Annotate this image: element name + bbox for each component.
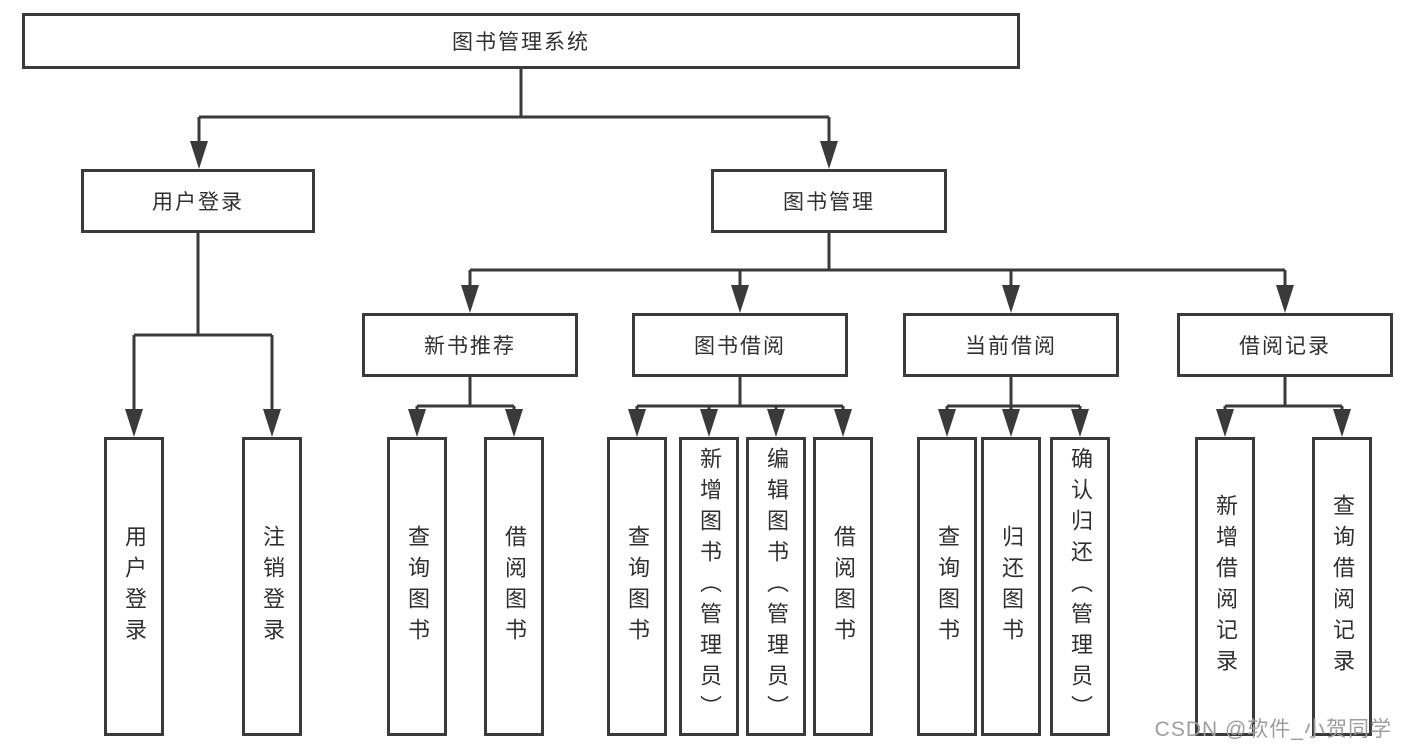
node-label: 注销登录 (260, 524, 285, 649)
leaf-borrow-edit-admin: 编辑图书（管理员） (746, 437, 806, 736)
arrow-down-icon (767, 409, 785, 437)
arrow-down-icon (834, 409, 852, 437)
node-label: 借阅记录 (1239, 335, 1331, 358)
node-new-book-recommend: 新书推荐 (362, 313, 578, 377)
leaf-current-confirm-admin: 确认归还（管理员） (1050, 437, 1110, 736)
arrow-down-icon (700, 409, 718, 437)
node-label: 当前借阅 (965, 335, 1057, 358)
arrow-down-icon (1276, 285, 1294, 313)
node-label: 借阅图书 (831, 524, 856, 649)
node-book-management: 图书管理 (711, 169, 947, 233)
node-label: 归还图书 (999, 524, 1024, 649)
arrow-down-icon (263, 409, 281, 437)
node-root-system: 图书管理系统 (22, 13, 1020, 69)
leaf-newbook-query: 查询图书 (387, 437, 447, 736)
node-label: 图书借阅 (694, 335, 786, 358)
node-label: 查询图书 (625, 524, 650, 649)
leaf-record-add: 新增借阅记录 (1195, 437, 1255, 736)
connector-root-to-level2 (197, 69, 831, 150)
arrow-down-icon (461, 285, 479, 313)
node-book-borrow: 图书借阅 (632, 313, 848, 377)
arrow-down-icon (820, 141, 838, 169)
leaf-current-query: 查询图书 (917, 437, 977, 736)
leaf-record-query: 查询借阅记录 (1312, 437, 1372, 736)
node-label: 借阅图书 (502, 524, 527, 649)
leaf-logout: 注销登录 (242, 437, 302, 736)
arrow-down-icon (408, 409, 426, 437)
arrow-down-icon (190, 141, 208, 169)
connector-newbook-to-leaves (415, 377, 516, 418)
node-current-borrow: 当前借阅 (903, 313, 1119, 377)
leaf-borrow-book: 借阅图书 (813, 437, 873, 736)
connector-mgmt-to-level3 (468, 233, 1287, 295)
node-user-login-branch: 用户登录 (81, 169, 315, 233)
connector-bookborrow-to-leaves (635, 377, 845, 418)
node-label: 用户登录 (152, 191, 244, 214)
arrow-down-icon (505, 409, 523, 437)
arrow-down-icon (628, 409, 646, 437)
arrow-down-icon (731, 285, 749, 313)
leaf-newbook-borrow: 借阅图书 (484, 437, 544, 736)
arrowhead-icons (125, 141, 1351, 437)
node-label: 查询图书 (405, 524, 430, 649)
arrow-down-icon (1071, 409, 1089, 437)
node-label: 图书管理系统 (452, 31, 590, 54)
node-label: 编辑图书（管理员） (764, 447, 789, 726)
connector-records-to-leaves (1223, 377, 1344, 418)
csdn-watermark: CSDN @软件_小贺同学 (1154, 718, 1392, 741)
connector-userlogin-to-leaves (132, 233, 274, 418)
node-label: 图书管理 (783, 191, 875, 214)
leaf-borrow-add-admin: 新增图书（管理员） (679, 437, 739, 736)
arrow-down-icon (1216, 409, 1234, 437)
leaf-user-login: 用户登录 (104, 437, 164, 736)
node-label: 用户登录 (122, 524, 147, 649)
leaf-current-return: 归还图书 (981, 437, 1041, 736)
node-label: 查询借阅记录 (1330, 493, 1355, 680)
arrow-down-icon (125, 409, 143, 437)
node-borrow-records: 借阅记录 (1177, 313, 1393, 377)
node-label: 新增图书（管理员） (697, 447, 722, 726)
node-label: 新增借阅记录 (1213, 493, 1238, 680)
node-label: 查询图书 (935, 524, 960, 649)
node-label: 确认归还（管理员） (1068, 447, 1093, 726)
node-label: 新书推荐 (424, 335, 516, 358)
leaf-borrow-query: 查询图书 (607, 437, 667, 736)
arrow-down-icon (938, 409, 956, 437)
arrow-down-icon (1333, 409, 1351, 437)
arrow-down-icon (1002, 285, 1020, 313)
arrow-down-icon (1002, 409, 1020, 437)
